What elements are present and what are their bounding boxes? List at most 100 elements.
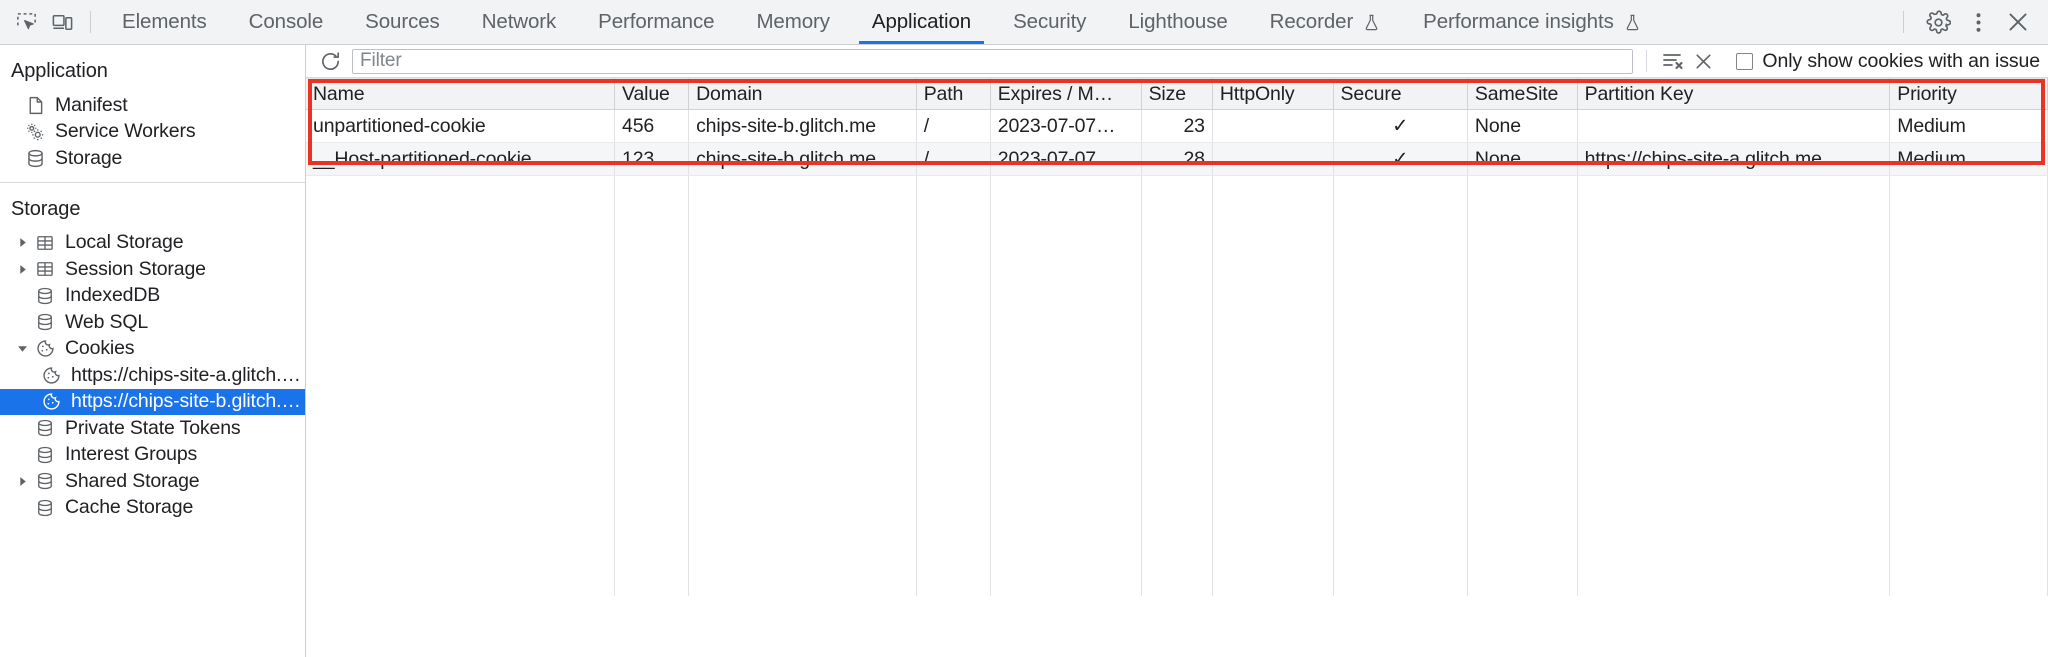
gear-icon[interactable]: [1918, 5, 1958, 39]
database-icon: [32, 445, 58, 465]
cell-name: unpartitioned-cookie: [306, 109, 616, 143]
cookies-table: Name Value Domain Path Expires / M… Size…: [306, 78, 2048, 596]
column-header-name[interactable]: Name: [306, 78, 616, 110]
tab-label: Security: [1013, 10, 1087, 33]
sidebar-item-service-workers[interactable]: Service Workers: [0, 119, 305, 146]
tab-memory[interactable]: Memory: [735, 0, 850, 44]
sidebar-item-label: Interest Groups: [65, 443, 198, 466]
more-vertical-icon[interactable]: [1958, 5, 1998, 39]
sidebar-item-session-storage[interactable]: Session Storage: [0, 256, 305, 283]
sidebar-item-label: IndexedDB: [65, 284, 161, 307]
sidebar-item-label: https://chips-site-b.glitch.me: [71, 390, 305, 413]
cell-priority: Medium: [1889, 109, 2048, 143]
toolbar-divider: [90, 11, 91, 33]
sidebar-item-interest-groups[interactable]: Interest Groups: [0, 442, 305, 469]
column-header-priority[interactable]: Priority: [1889, 78, 2048, 110]
sidebar-heading-application: Application: [11, 60, 108, 82]
column-header-samesite[interactable]: SameSite: [1467, 78, 1578, 110]
sidebar-item-web-sql[interactable]: Web SQL: [0, 309, 305, 336]
tab-security[interactable]: Security: [992, 0, 1107, 44]
sidebar-item-indexeddb[interactable]: IndexedDB: [0, 283, 305, 310]
tab-console[interactable]: Console: [228, 0, 345, 44]
sidebar-item-label: Local Storage: [65, 231, 184, 254]
only-show-issues-checkbox[interactable]: [1736, 52, 1754, 70]
database-icon: [32, 312, 58, 332]
tab-lighthouse[interactable]: Lighthouse: [1107, 0, 1248, 44]
sidebar-item-label: Cache Storage: [65, 496, 194, 519]
tab-label: Sources: [365, 10, 440, 33]
sidebar-item-label: Web SQL: [65, 310, 149, 333]
column-header-httponly[interactable]: HttpOnly: [1212, 78, 1334, 110]
tab-label: Network: [481, 10, 557, 33]
cell-httponly: [1212, 142, 1334, 176]
column-header-path[interactable]: Path: [916, 78, 991, 110]
filterbar-divider: [1646, 50, 1648, 72]
column-header-partition-key[interactable]: Partition Key: [1577, 78, 1891, 110]
sidebar-item-cookie-origin-a[interactable]: https://chips-site-a.glitch.me: [0, 362, 305, 389]
column-header-value[interactable]: Value: [614, 78, 690, 110]
cell-samesite: None: [1467, 109, 1578, 143]
sidebar-item-label: Cookies: [65, 337, 135, 360]
filter-input[interactable]: [352, 48, 1634, 74]
cell-partition-key: https://chips-site-a.glitch.me: [1577, 142, 1891, 176]
chevron-right-icon[interactable]: [12, 237, 32, 248]
tab-label: Memory: [756, 10, 830, 33]
tab-performance[interactable]: Performance: [577, 0, 735, 44]
cell-secure: ✓: [1333, 109, 1468, 143]
column-header-size[interactable]: Size: [1141, 78, 1213, 110]
tab-elements[interactable]: Elements: [101, 0, 228, 44]
table-row[interactable]: __Host-partitioned-cookie 123 chips-site…: [306, 142, 2048, 176]
tab-performance-insights[interactable]: Performance insights: [1402, 0, 1663, 44]
cell-value: 123: [614, 142, 690, 176]
cell-size: 28: [1141, 142, 1213, 176]
cookies-table-container: Name Value Domain Path Expires / M… Size…: [306, 78, 2048, 657]
table-icon: [32, 233, 58, 253]
devtools-body: Application Manifest: [0, 45, 2048, 657]
tab-label: Performance insights: [1423, 10, 1614, 33]
cell-expires: 2023-07-07…: [990, 142, 1142, 176]
cell-httponly: [1212, 109, 1334, 143]
panel-tabs: Elements Console Sources Network Perform…: [101, 0, 1663, 44]
device-toolbar-icon[interactable]: [44, 5, 80, 39]
only-show-issues-checkbox-wrap[interactable]: Only show cookies with an issue: [1736, 50, 2040, 73]
tab-network[interactable]: Network: [461, 0, 577, 44]
sidebar-item-shared-storage[interactable]: Shared Storage: [0, 468, 305, 495]
close-icon[interactable]: [1998, 5, 2038, 39]
tab-label: Lighthouse: [1128, 10, 1228, 33]
cell-secure: ✓: [1333, 142, 1468, 176]
inspect-element-icon[interactable]: [8, 5, 44, 39]
column-header-domain[interactable]: Domain: [688, 78, 917, 110]
tab-label: Console: [248, 10, 324, 33]
sidebar-item-label: Shared Storage: [65, 469, 200, 492]
cell-value: 456: [614, 109, 690, 143]
gears-icon: [22, 121, 48, 143]
chevron-down-icon[interactable]: [12, 343, 32, 354]
cookies-panel: Only show cookies with an issue Name Val…: [306, 45, 2048, 657]
sidebar-item-local-storage[interactable]: Local Storage: [0, 230, 305, 257]
cookies-filter-toolbar: Only show cookies with an issue: [306, 45, 2048, 78]
sidebar-item-cookie-origin-b[interactable]: https://chips-site-b.glitch.me: [0, 388, 305, 415]
database-icon: [32, 418, 58, 438]
sidebar-item-cookies[interactable]: Cookies: [0, 336, 305, 363]
sidebar-item-manifest[interactable]: Manifest: [0, 92, 305, 119]
refresh-icon[interactable]: [316, 48, 344, 74]
chevron-right-icon[interactable]: [12, 264, 32, 275]
sidebar-item-storage[interactable]: Storage: [0, 145, 305, 172]
tab-application[interactable]: Application: [851, 0, 992, 44]
chevron-right-icon[interactable]: [12, 476, 32, 487]
sidebar-item-label: Service Workers: [55, 120, 196, 143]
tab-label: Performance: [598, 10, 715, 33]
table-icon: [32, 259, 58, 279]
table-empty-rows: [306, 175, 2048, 596]
tab-sources[interactable]: Sources: [344, 0, 461, 44]
clear-filtered-cookies-icon[interactable]: [1658, 48, 1688, 74]
tab-recorder[interactable]: Recorder: [1249, 0, 1403, 44]
sidebar-item-cache-storage[interactable]: Cache Storage: [0, 495, 305, 522]
cell-domain: chips-site-b.glitch.me: [688, 142, 917, 176]
sidebar-item-private-state-tokens[interactable]: Private State Tokens: [0, 415, 305, 442]
table-row[interactable]: unpartitioned-cookie 456 chips-site-b.gl…: [306, 109, 2048, 143]
column-header-secure[interactable]: Secure: [1333, 78, 1468, 110]
clear-all-cookies-icon[interactable]: [1688, 48, 1718, 74]
tab-label: Recorder: [1269, 10, 1354, 33]
column-header-expires[interactable]: Expires / M…: [990, 78, 1142, 110]
